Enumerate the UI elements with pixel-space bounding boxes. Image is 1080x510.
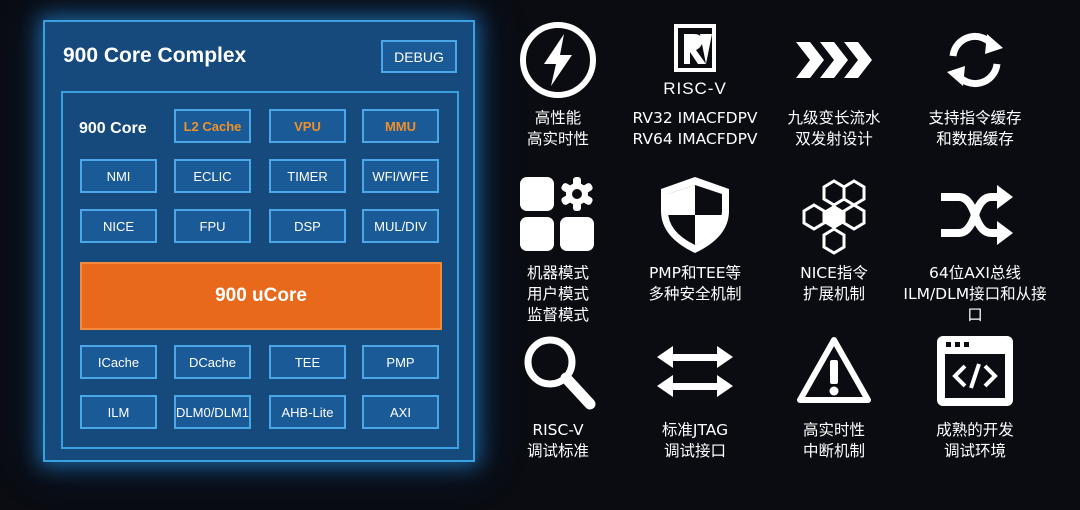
feature-modes: 机器模式 用户模式 监督模式: [483, 175, 633, 326]
code-window-icon: [937, 336, 1013, 406]
eclic-block: ECLIC: [174, 159, 251, 193]
fpu-block: FPU: [174, 209, 251, 243]
nmi-block: NMI: [80, 159, 157, 193]
feature-debug-standard: RISC-V 调试标准: [483, 332, 633, 462]
feature-line: 扩展机制: [802, 285, 865, 303]
feature-cache: 支持指令缓存 和数据缓存: [900, 20, 1050, 150]
feature-line: 监督模式: [526, 306, 589, 324]
feature-line: 多种安全机制: [648, 285, 742, 303]
core-label: 900 Core: [79, 120, 147, 137]
feature-jtag: 标准JTAG 调试接口: [620, 332, 770, 462]
pmp-block: PMP: [362, 345, 439, 379]
hexagons-icon: [802, 179, 866, 255]
swap-arrows-icon: [657, 346, 733, 397]
ucore-block: 900 uCore: [80, 262, 442, 330]
feature-riscv-isa: RISC-V RV32 IMACFDPV RV64 IMACFDPV: [620, 20, 770, 150]
risc-v-logo: RISC-V: [663, 24, 727, 98]
debug-block: DEBUG: [381, 40, 457, 73]
mmu-block: MMU: [362, 109, 439, 143]
feature-line: 调试接口: [663, 442, 726, 460]
ilm-block: ILM: [80, 395, 157, 429]
feature-performance: 高性能 高实时性: [483, 20, 633, 150]
nice-block: NICE: [80, 209, 157, 243]
feature-line: 高性能: [534, 109, 582, 127]
svg-text:RISC-V: RISC-V: [663, 79, 727, 98]
feature-line: 中断机制: [802, 442, 865, 460]
l2-cache-block: L2 Cache: [174, 109, 251, 143]
magnifier-icon: [524, 336, 596, 410]
complex-title: 900 Core Complex: [63, 44, 247, 67]
mul-div-block: MUL/DIV: [362, 209, 439, 243]
refresh-icon: [947, 33, 1003, 87]
feature-line: 用户模式: [526, 285, 589, 303]
feature-line: 标准JTAG: [661, 421, 729, 439]
warning-icon: [797, 337, 871, 403]
shuffle-icon: [941, 185, 1013, 245]
feature-line: RV32 IMACFDPV: [632, 109, 758, 127]
dsp-block: DSP: [269, 209, 346, 243]
core-box: [61, 91, 459, 449]
feature-line: PMP和TEE等: [648, 264, 742, 282]
feature-pipeline: 九级变长流水 双发射设计: [759, 20, 909, 150]
triple-chevron-icon: [796, 42, 872, 78]
feature-line: 双发射设计: [795, 130, 873, 148]
feature-line: 调试环境: [943, 442, 1006, 460]
apps-gear-icon: [520, 177, 594, 251]
ahb-lite-block: AHB-Lite: [269, 395, 346, 429]
feature-line: 支持指令缓存: [928, 109, 1022, 127]
feature-bus: 64位AXI总线 ILM/DLM接口和从接口: [900, 175, 1050, 326]
feature-security: PMP和TEE等 多种安全机制: [620, 175, 770, 305]
feature-line: 高实时性: [802, 421, 865, 439]
feature-line: RISC-V: [532, 421, 584, 439]
feature-line: RV64 IMACFDPV: [632, 130, 758, 148]
feature-line: 机器模式: [526, 264, 589, 282]
dcache-block: DCache: [174, 345, 251, 379]
lightning-icon: [520, 22, 596, 98]
feature-line: 成熟的开发: [936, 421, 1014, 439]
feature-line: ILM/DLM接口和从接口: [903, 285, 1047, 324]
shield-icon: [661, 177, 729, 253]
feature-line: 调试标准: [526, 442, 589, 460]
feature-interrupt: 高实时性 中断机制: [759, 332, 909, 462]
feature-line: 和数据缓存: [936, 130, 1014, 148]
feature-line: NICE指令: [800, 264, 868, 282]
feature-line: 64位AXI总线: [928, 264, 1022, 282]
axi-block: AXI: [362, 395, 439, 429]
feature-dev-env: 成熟的开发 调试环境: [900, 332, 1050, 462]
icache-block: ICache: [80, 345, 157, 379]
tee-block: TEE: [269, 345, 346, 379]
feature-line: 九级变长流水: [787, 109, 881, 127]
feature-nice: NICE指令 扩展机制: [759, 175, 909, 305]
timer-block: TIMER: [269, 159, 346, 193]
vpu-block: VPU: [269, 109, 346, 143]
feature-line: 高实时性: [526, 130, 589, 148]
dlm-block: DLM0/DLM1: [174, 395, 251, 429]
core-complex-panel: 900 Core Complex DEBUG 900 Core L2 Cache…: [43, 20, 475, 462]
wfi-wfe-block: WFI/WFE: [362, 159, 439, 193]
